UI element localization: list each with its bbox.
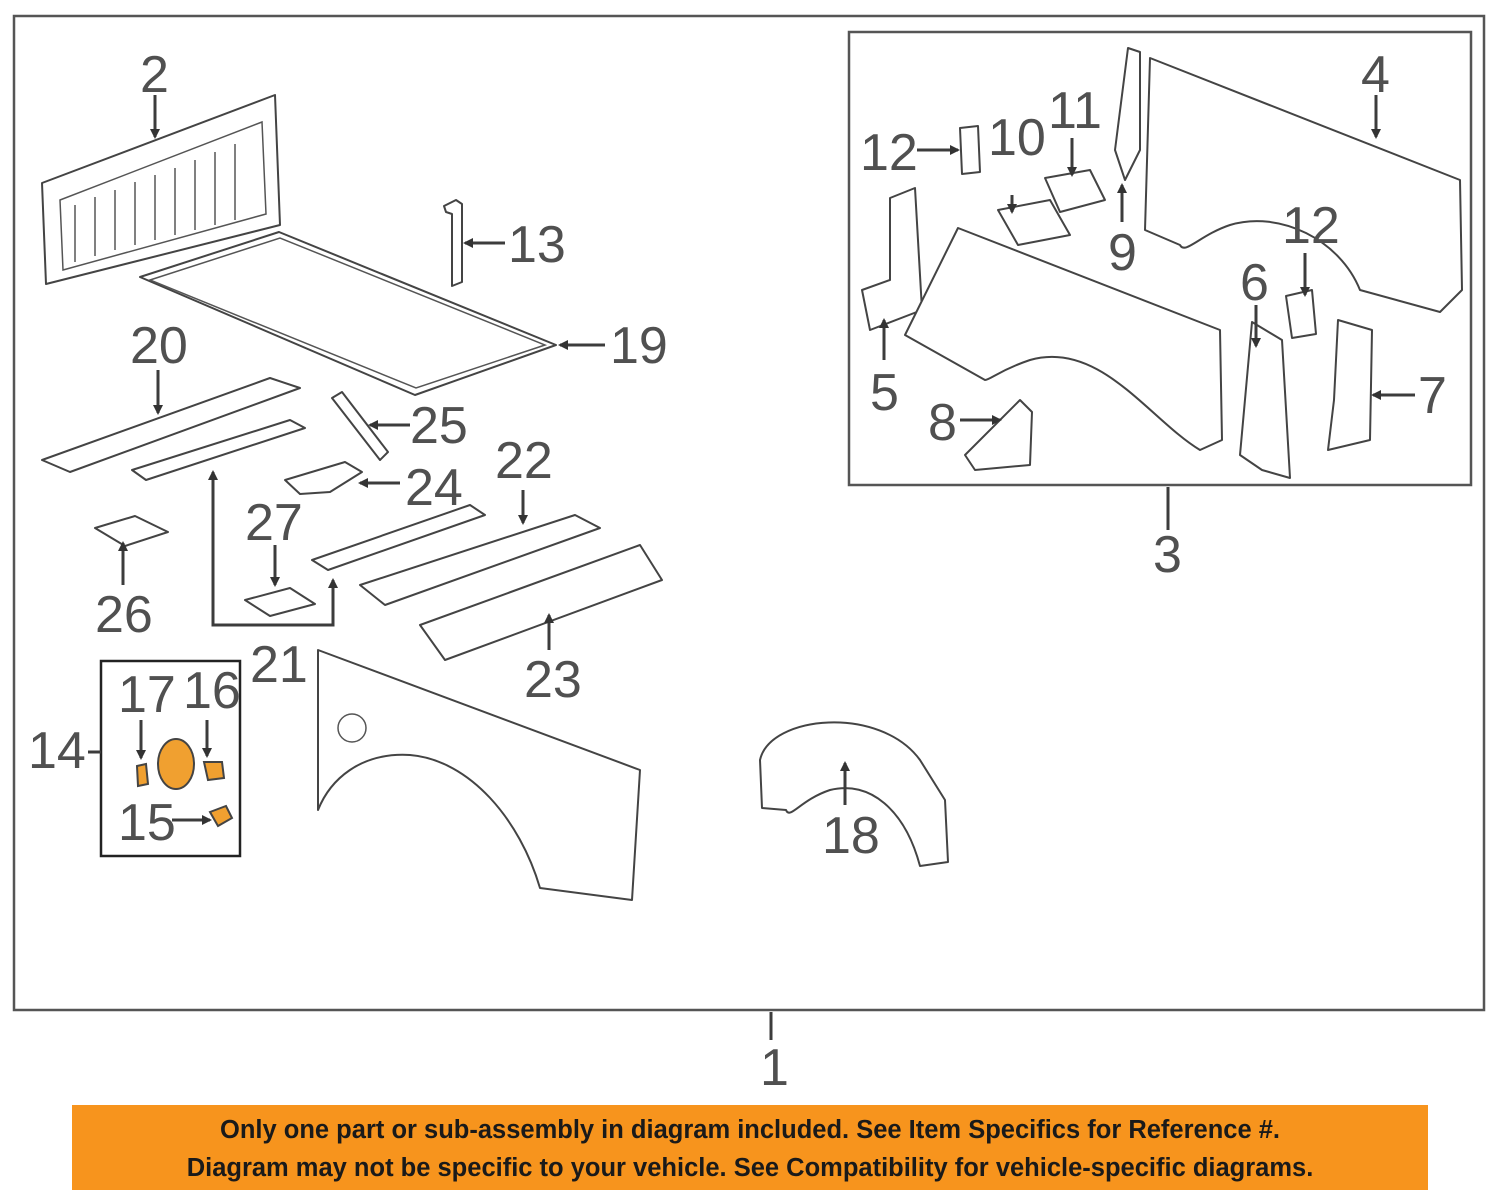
part-inner-panel-3 <box>904 227 1223 451</box>
callout-3: 3 <box>1153 526 1182 584</box>
part-rails-21-22-23 <box>311 504 663 661</box>
callout-27: 27 <box>245 494 303 552</box>
callout-4: 4 <box>1361 46 1390 104</box>
part-pillar-9 <box>1114 47 1141 181</box>
callout-26: 26 <box>95 586 153 644</box>
part-clip-12a <box>959 125 981 175</box>
callout-5: 5 <box>870 364 899 422</box>
callout-21: 21 <box>250 636 308 694</box>
callout-15: 15 <box>118 794 176 852</box>
disclaimer-line-2: Diagram may not be specific to your vehi… <box>186 1154 1314 1182</box>
part-plate-27 <box>244 587 316 617</box>
callout-8: 8 <box>928 394 957 452</box>
callout-20: 20 <box>130 317 188 375</box>
callout-7: 7 <box>1418 367 1447 425</box>
callout-25: 25 <box>410 397 468 455</box>
leader-lines <box>88 95 1415 1040</box>
bed-side-inset-box <box>847 30 1473 487</box>
callout-16: 16 <box>183 662 241 720</box>
callout-11: 11 <box>1048 82 1102 140</box>
callout-22: 22 <box>495 432 553 490</box>
fuel-door-inset-box <box>99 659 242 858</box>
callout-12b: 12 <box>1282 197 1340 255</box>
part-wheelhouse-liner <box>759 721 949 867</box>
part-pillar-5 <box>861 187 923 331</box>
callout-17: 17 <box>118 666 176 724</box>
callout-14: 14 <box>28 722 86 780</box>
callout-labels: 1 2 3 4 5 6 7 8 9 10 11 12 12 13 14 15 1… <box>28 46 1447 1097</box>
part-fender <box>317 649 641 901</box>
part-floor-panel <box>139 231 557 396</box>
disclaimer-line-1: Only one part or sub-assembly in diagram… <box>220 1116 1280 1144</box>
callout-23: 23 <box>524 651 582 709</box>
part-bracket-8 <box>964 399 1033 471</box>
callout-18: 18 <box>822 807 880 865</box>
callout-10: 10 <box>988 109 1046 167</box>
part-inner-panel-4 <box>1144 57 1463 313</box>
part-bracket-7 <box>1327 319 1373 451</box>
callout-1: 1 <box>760 1039 789 1097</box>
part-brace <box>331 391 389 461</box>
callout-6: 6 <box>1240 254 1269 312</box>
callout-12a: 12 <box>860 124 918 182</box>
disclaimer-banner: Only one part or sub-assembly in diagram… <box>72 1105 1428 1190</box>
part-floor-rails-20 <box>41 377 306 481</box>
callout-13: 13 <box>508 216 566 274</box>
callout-19: 19 <box>610 317 668 375</box>
callout-24: 24 <box>405 459 463 517</box>
part-strap <box>443 199 463 287</box>
part-fuel-door-assembly <box>135 738 234 828</box>
part-front-panel <box>41 94 281 285</box>
callout-9: 9 <box>1108 224 1137 282</box>
part-clip-12b <box>1285 289 1317 339</box>
part-plate-26 <box>94 515 169 547</box>
part-bracket-6 <box>1239 321 1291 479</box>
main-frame <box>12 14 1486 1012</box>
part-plate-24 <box>284 461 363 495</box>
callout-2: 2 <box>140 46 169 104</box>
